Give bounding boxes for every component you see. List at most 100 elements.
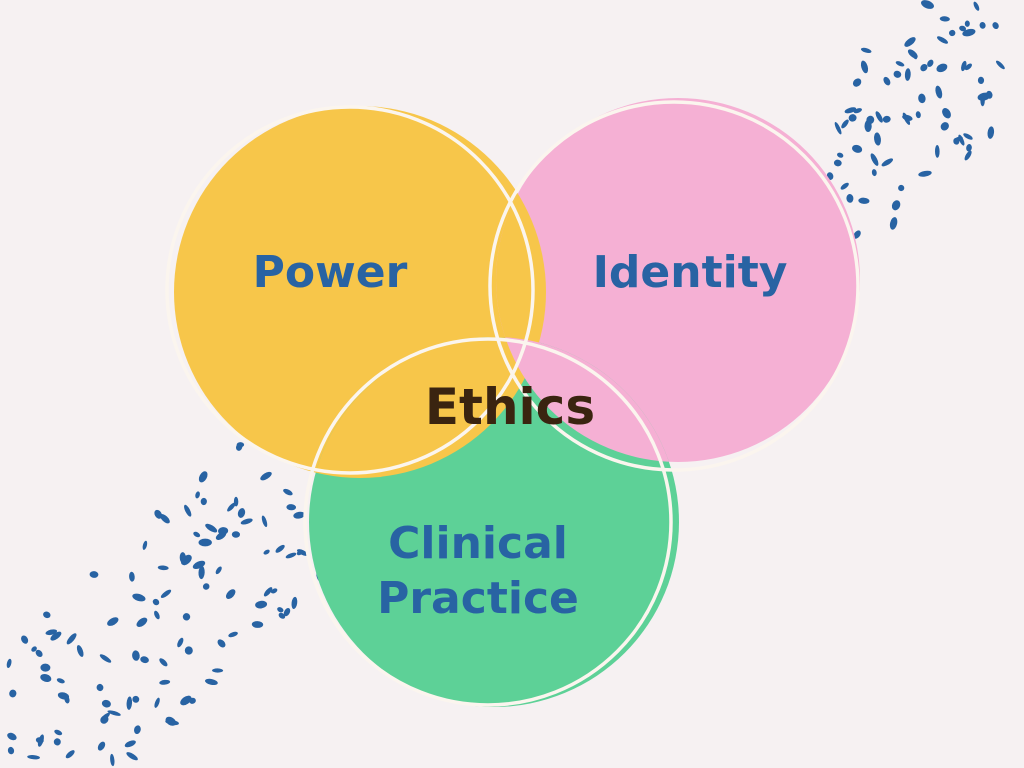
- decorative-dots-top-right: [772, 0, 1005, 239]
- decorative-dot: [7, 732, 17, 741]
- label-identity: Identity: [593, 247, 788, 298]
- decorative-dot: [99, 654, 112, 663]
- decorative-dot: [140, 656, 149, 664]
- decorative-dot: [966, 144, 972, 152]
- decorative-dot: [159, 513, 170, 524]
- decorative-dot: [961, 60, 967, 72]
- decorative-dot: [940, 122, 949, 131]
- outline-identity: [488, 100, 860, 472]
- decorative-dot: [260, 471, 272, 481]
- decorative-dot: [184, 646, 193, 655]
- decorative-dot: [107, 617, 119, 626]
- decorative-dot: [911, 51, 918, 60]
- decorative-dot: [255, 600, 268, 609]
- decorative-dot: [935, 85, 943, 99]
- decorative-dot: [898, 184, 905, 192]
- decorative-dot: [100, 715, 109, 724]
- decorative-dot: [54, 729, 63, 736]
- decorative-dot: [202, 583, 210, 590]
- decorative-dot: [251, 621, 264, 628]
- decorative-dot: [883, 76, 891, 86]
- decorative-dot: [205, 678, 218, 686]
- decorative-dot: [902, 112, 911, 125]
- decorative-dot: [285, 552, 297, 559]
- decorative-dot: [853, 230, 861, 239]
- decorative-dot: [937, 36, 948, 44]
- decorative-dot: [160, 589, 172, 598]
- decorative-dot: [844, 107, 857, 114]
- decorative-dot: [934, 145, 940, 158]
- decorative-dot: [986, 90, 993, 99]
- decorative-dot: [921, 0, 934, 9]
- decorative-dot: [875, 111, 883, 123]
- decorative-dots-bottom-left: [6, 442, 361, 767]
- label-ethics-center: Ethics: [425, 378, 595, 436]
- decorative-dot: [129, 571, 135, 582]
- decorative-dot: [37, 734, 44, 747]
- decorative-dot: [231, 531, 240, 538]
- decorative-dot: [205, 523, 218, 533]
- decorative-dot: [225, 589, 236, 599]
- decorative-dot: [964, 63, 972, 71]
- decorative-dot: [31, 646, 37, 652]
- decorative-dot: [189, 697, 196, 704]
- decorative-dot: [959, 25, 967, 32]
- decorative-dot: [154, 610, 160, 620]
- decorative-dot: [126, 696, 133, 710]
- decorative-dot: [841, 119, 849, 129]
- decorative-dot: [142, 540, 148, 550]
- decorative-dot: [297, 549, 308, 556]
- decorative-dot: [157, 565, 169, 571]
- decorative-dot: [40, 674, 52, 682]
- decorative-dot: [973, 1, 980, 11]
- decorative-dot: [228, 631, 238, 638]
- decorative-dot: [848, 114, 857, 122]
- decorative-dot: [846, 194, 854, 203]
- decorative-dot: [263, 549, 270, 555]
- decorative-dot: [200, 497, 207, 506]
- decorative-dot: [35, 649, 43, 657]
- decorative-dot: [237, 508, 246, 518]
- decorative-dot: [949, 29, 956, 37]
- decorative-dot: [50, 631, 62, 641]
- decorative-dot: [96, 683, 104, 692]
- decorative-dot: [858, 197, 870, 204]
- decorative-dot: [124, 740, 136, 748]
- decorative-dot: [152, 598, 160, 606]
- decorative-dot: [293, 511, 305, 519]
- decorative-dot: [195, 491, 200, 499]
- decorative-dot: [193, 531, 201, 538]
- decorative-dot: [964, 20, 970, 27]
- decorative-dot: [27, 755, 40, 760]
- decorative-dot: [101, 699, 111, 708]
- decorative-dot: [904, 68, 911, 81]
- decorative-dot: [927, 59, 934, 67]
- decorative-dot: [263, 587, 273, 597]
- decorative-dot: [860, 47, 872, 54]
- decorative-dot: [198, 565, 205, 580]
- decorative-dot: [64, 695, 70, 704]
- decorative-dot: [261, 515, 268, 528]
- decorative-dot: [132, 695, 140, 703]
- decorative-dot: [240, 518, 253, 525]
- decorative-dot: [9, 689, 17, 698]
- decorative-dot: [870, 153, 879, 166]
- decorative-dot: [942, 108, 951, 119]
- decorative-dot: [904, 37, 916, 47]
- decorative-dot: [134, 725, 141, 735]
- outline-power: [165, 105, 535, 475]
- decorative-dot: [43, 611, 51, 619]
- decorative-dot: [212, 668, 224, 673]
- decorative-dot: [227, 502, 236, 512]
- decorative-dot: [939, 16, 950, 22]
- decorative-dot: [987, 126, 995, 139]
- decorative-dot: [977, 76, 985, 84]
- decorative-dot: [66, 633, 77, 645]
- decorative-dot: [874, 134, 879, 142]
- decorative-dot: [218, 527, 229, 535]
- decorative-dot: [286, 504, 296, 511]
- decorative-dot: [881, 158, 894, 167]
- decorative-dot: [964, 150, 972, 161]
- decorative-dot: [834, 121, 842, 135]
- decorative-dot: [893, 70, 902, 78]
